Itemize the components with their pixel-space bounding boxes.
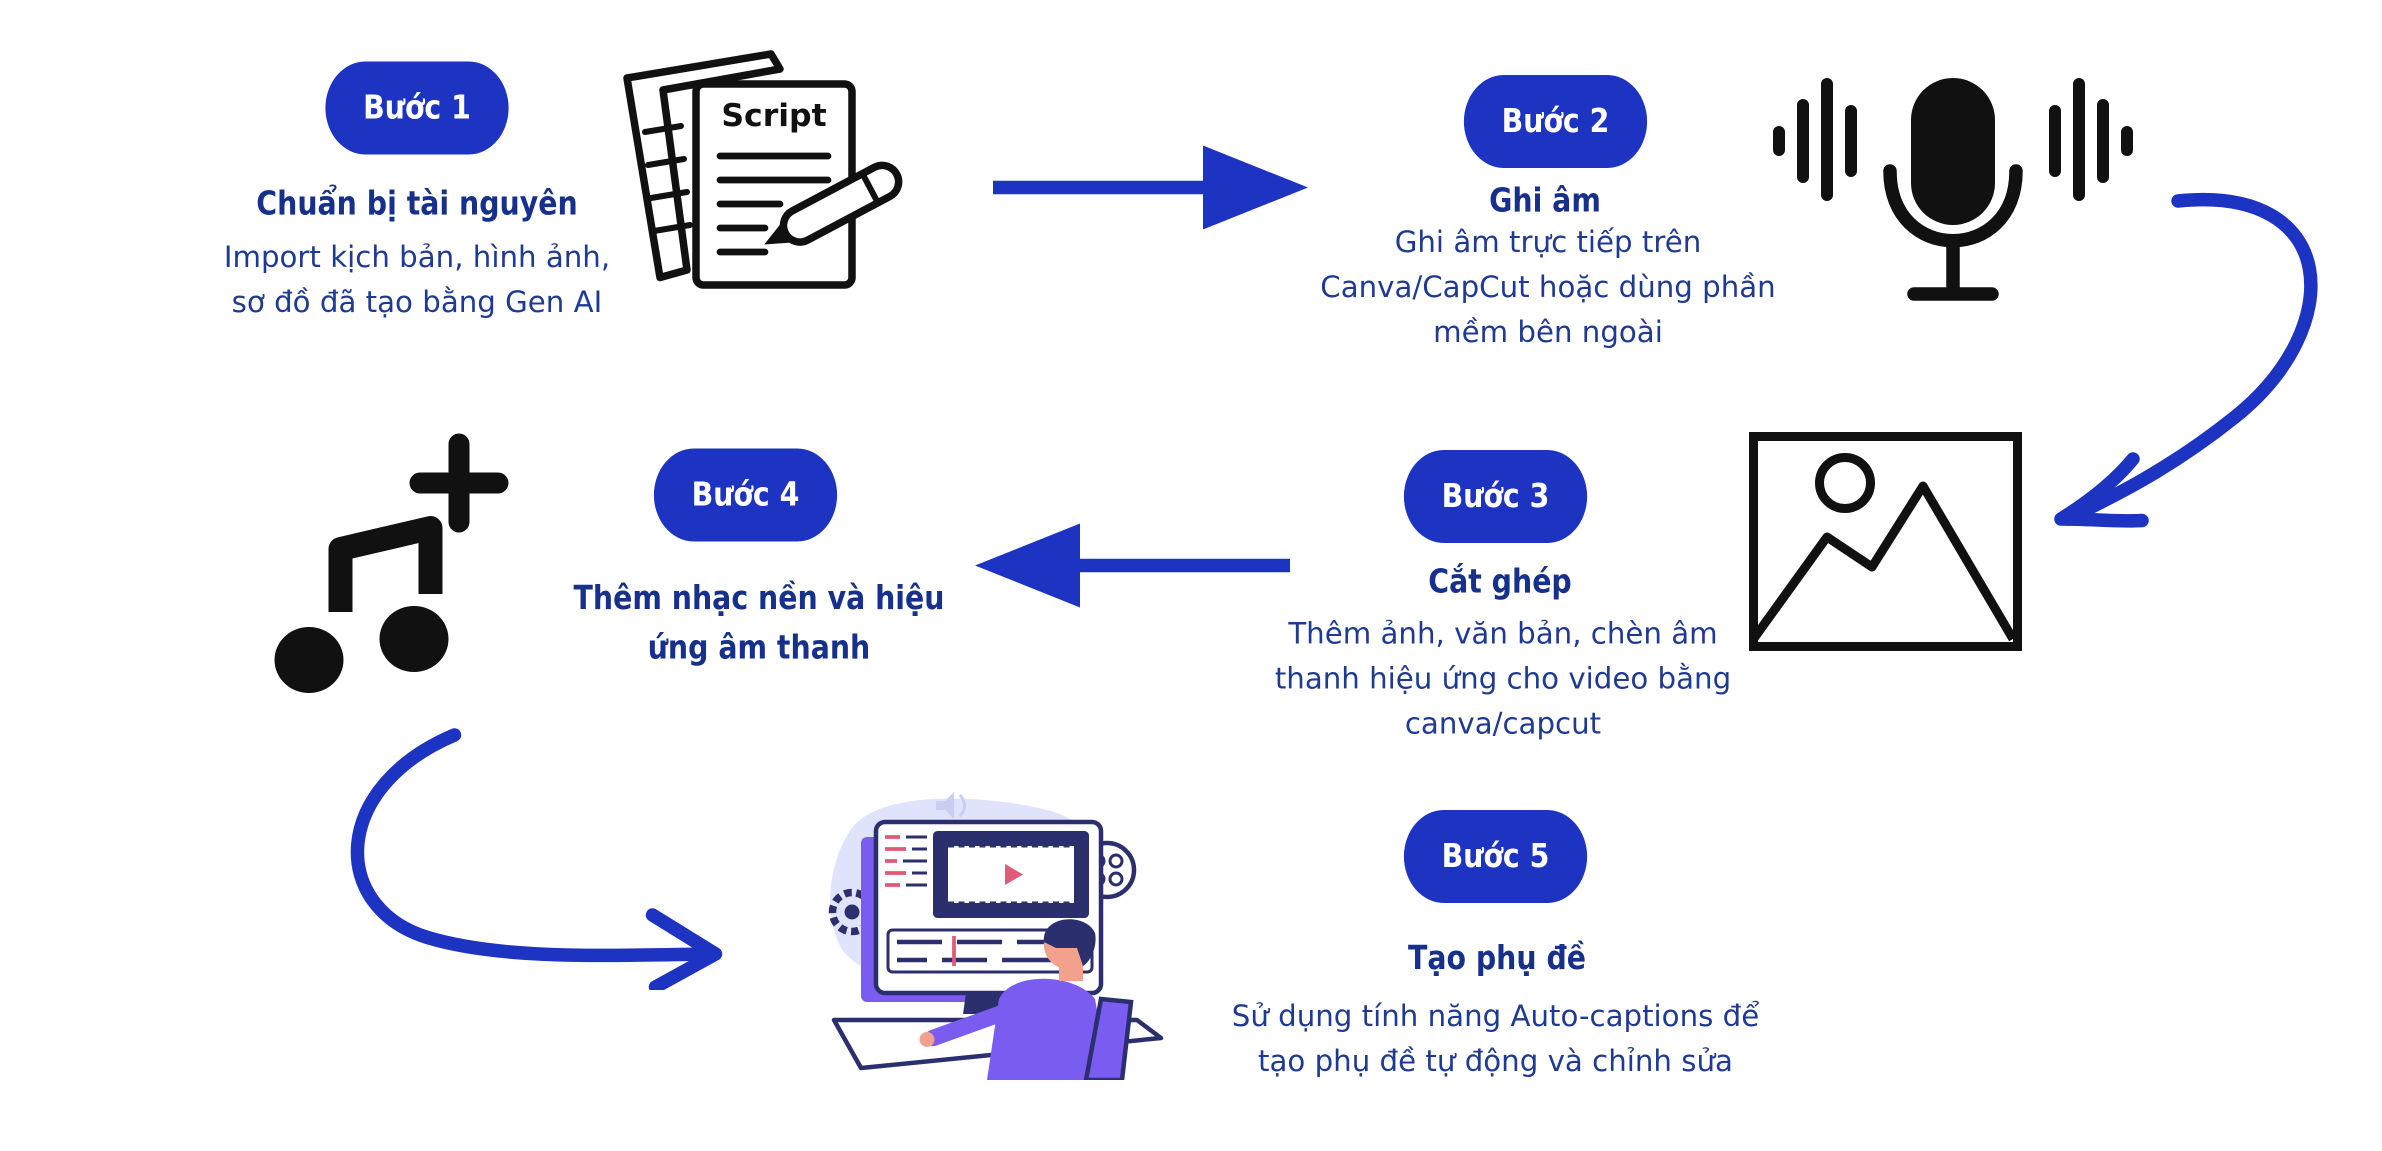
music-add-icon <box>274 433 509 693</box>
step-3-title: Cắt ghép <box>1307 558 1694 608</box>
step-2-description-line: mềm bên ngoài <box>1433 315 1663 350</box>
step-1-description-line: Import kịch bản, hình ảnh, <box>223 240 611 275</box>
step-2-title: Ghi âm <box>1352 177 1739 227</box>
arrow-step3-to-step4 <box>975 523 1290 608</box>
step-5-title-line: Tạo phụ đề <box>1407 940 1587 979</box>
script-label: Script <box>721 98 826 134</box>
step-5-description: Sử dụng tính năng Auto-captions để tạo p… <box>1170 995 1821 1085</box>
step-2-description-line: Ghi âm trực tiếp trên <box>1394 225 1702 260</box>
step-5-title: Tạo phụ đề <box>1304 935 1691 985</box>
step-1-description: Import kịch bản, hình ảnh, sơ đồ đã tạo … <box>177 236 657 326</box>
step-4-title-line: Thêm nhạc nền và hiệu <box>573 580 945 619</box>
step-3-title-line: Cắt ghép <box>1428 564 1572 602</box>
curved-arrow-step2-to-step3 <box>2054 192 2318 528</box>
step-4-title: Thêm nhạc nền và hiệu ứng âm thanh <box>553 575 966 674</box>
step-3-description: Thêm ảnh, văn bản, chèn âm thanh hiệu ứn… <box>1218 612 1788 747</box>
arrow-step1-to-step2 <box>993 145 1308 230</box>
script-document-icon: Script <box>623 50 903 289</box>
video-editor-illustration <box>828 792 1164 1080</box>
step-1-badge: Bước 1 <box>325 61 509 155</box>
step-3-description-line: canva/capcut <box>1404 706 1602 742</box>
step-2-badge: Bước 2 <box>1463 75 1648 168</box>
step-2-description: Ghi âm trực tiếp trên Canva/CapCut hoặc … <box>1278 221 1818 356</box>
step-3-description-line: Thêm ảnh, văn bản, chèn âm <box>1288 616 1718 652</box>
image-icon <box>1749 432 2022 651</box>
step-4-badge: Bước 4 <box>653 448 838 542</box>
step-2-description-line: Canva/CapCut hoặc dùng phần <box>1320 270 1776 305</box>
microphone-icon <box>1773 78 2133 301</box>
step-1-title-line: Chuẩn bị tài nguyên <box>256 186 578 224</box>
step-5-badge: Bước 5 <box>1403 810 1588 903</box>
curved-arrow-step4-to-step5 <box>350 728 723 990</box>
step-1-description-line: sơ đồ đã tạo bằng Gen AI <box>231 285 603 320</box>
step-5-description-line: tạo phụ đề tự động và chỉnh sửa <box>1258 1044 1733 1079</box>
step-2-title-line: Ghi âm <box>1489 183 1601 221</box>
step-3-badge: Bước 3 <box>1403 450 1588 543</box>
step-1-title: Chuẩn bị tài nguyên <box>224 180 611 230</box>
step-3-description-line: thanh hiệu ứng cho video bằng <box>1274 661 1732 697</box>
step-4-title-line: ứng âm thanh <box>647 630 871 668</box>
step-5-description-line: Sử dụng tính năng Auto-captions để <box>1231 999 1760 1034</box>
